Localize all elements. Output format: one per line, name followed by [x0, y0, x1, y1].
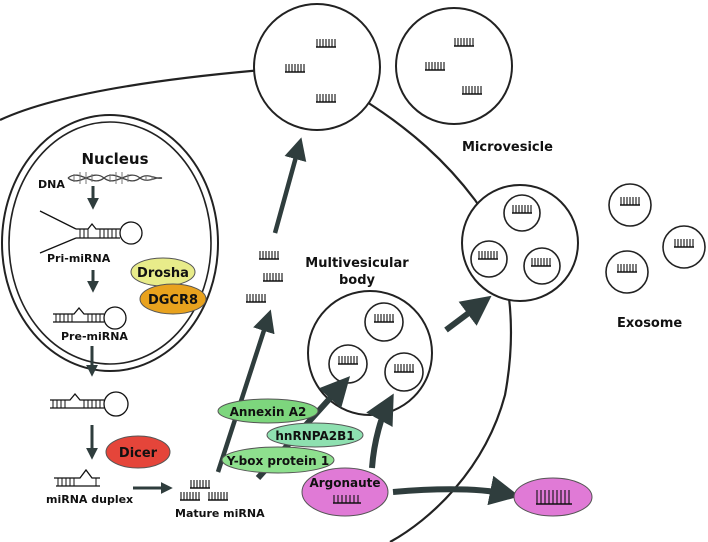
nucleus-inner-membrane [8, 121, 212, 365]
annexin-a2-ellipse [217, 398, 319, 424]
argonaute-mirna-icon [333, 495, 361, 504]
mvb-label-line1: Multivesicular [305, 256, 409, 271]
nucleus-label: Nucleus [81, 150, 148, 168]
dicer-label: Dicer [119, 446, 158, 461]
cytoplasmic-pre-mirna-icon [50, 391, 129, 417]
ybox-protein-ellipse [221, 446, 335, 474]
microvesicle [395, 7, 513, 125]
mature-mirna-label: Mature miRNA [175, 507, 265, 520]
dicer-ellipse [105, 435, 171, 469]
microvesicle-budding [253, 3, 381, 131]
dgcr8-label: DGCR8 [148, 293, 198, 308]
mirna-duplex-label: miRNA duplex [46, 493, 133, 506]
annexin-a2-label: Annexin A2 [230, 405, 307, 419]
cell-membrane [0, 64, 512, 542]
dgcr8-ellipse [139, 283, 207, 315]
microvesicle-label: Microvesicle [462, 140, 553, 155]
drosha-label: Drosha [137, 266, 189, 281]
argonaute-ellipse [301, 467, 389, 517]
exosome-label: Exosome [617, 316, 682, 331]
mirna-duplex-icon [54, 468, 100, 487]
released-argonaute-mirna-icon [536, 490, 572, 505]
to-microvesicle-arrow [272, 137, 307, 234]
pre-mirna-icon [53, 306, 127, 330]
mvb-to-exosome-arrow [444, 295, 492, 333]
pri-mirna-label: Pri-miRNA [47, 252, 111, 265]
hnrnpa2b1-label: hnRNPA2B1 [275, 429, 354, 443]
dna-helix-icon [67, 172, 163, 184]
pre-mirna-label: Pre-miRNA [61, 330, 128, 343]
ybox-protein-label: Y-box protein 1 [226, 454, 329, 468]
pri-mirna-icon [39, 210, 143, 254]
hnrnpa2b1-ellipse [266, 422, 364, 448]
export-to-cytoplasm-arrow [215, 309, 275, 473]
argonaute-to-mvb-arrow [366, 393, 394, 469]
argonaute-release-arrow [392, 475, 520, 506]
dna-label: DNA [38, 178, 65, 191]
mvb-label-line2: body [339, 273, 376, 288]
argonaute-label: Argonaute [309, 476, 380, 490]
